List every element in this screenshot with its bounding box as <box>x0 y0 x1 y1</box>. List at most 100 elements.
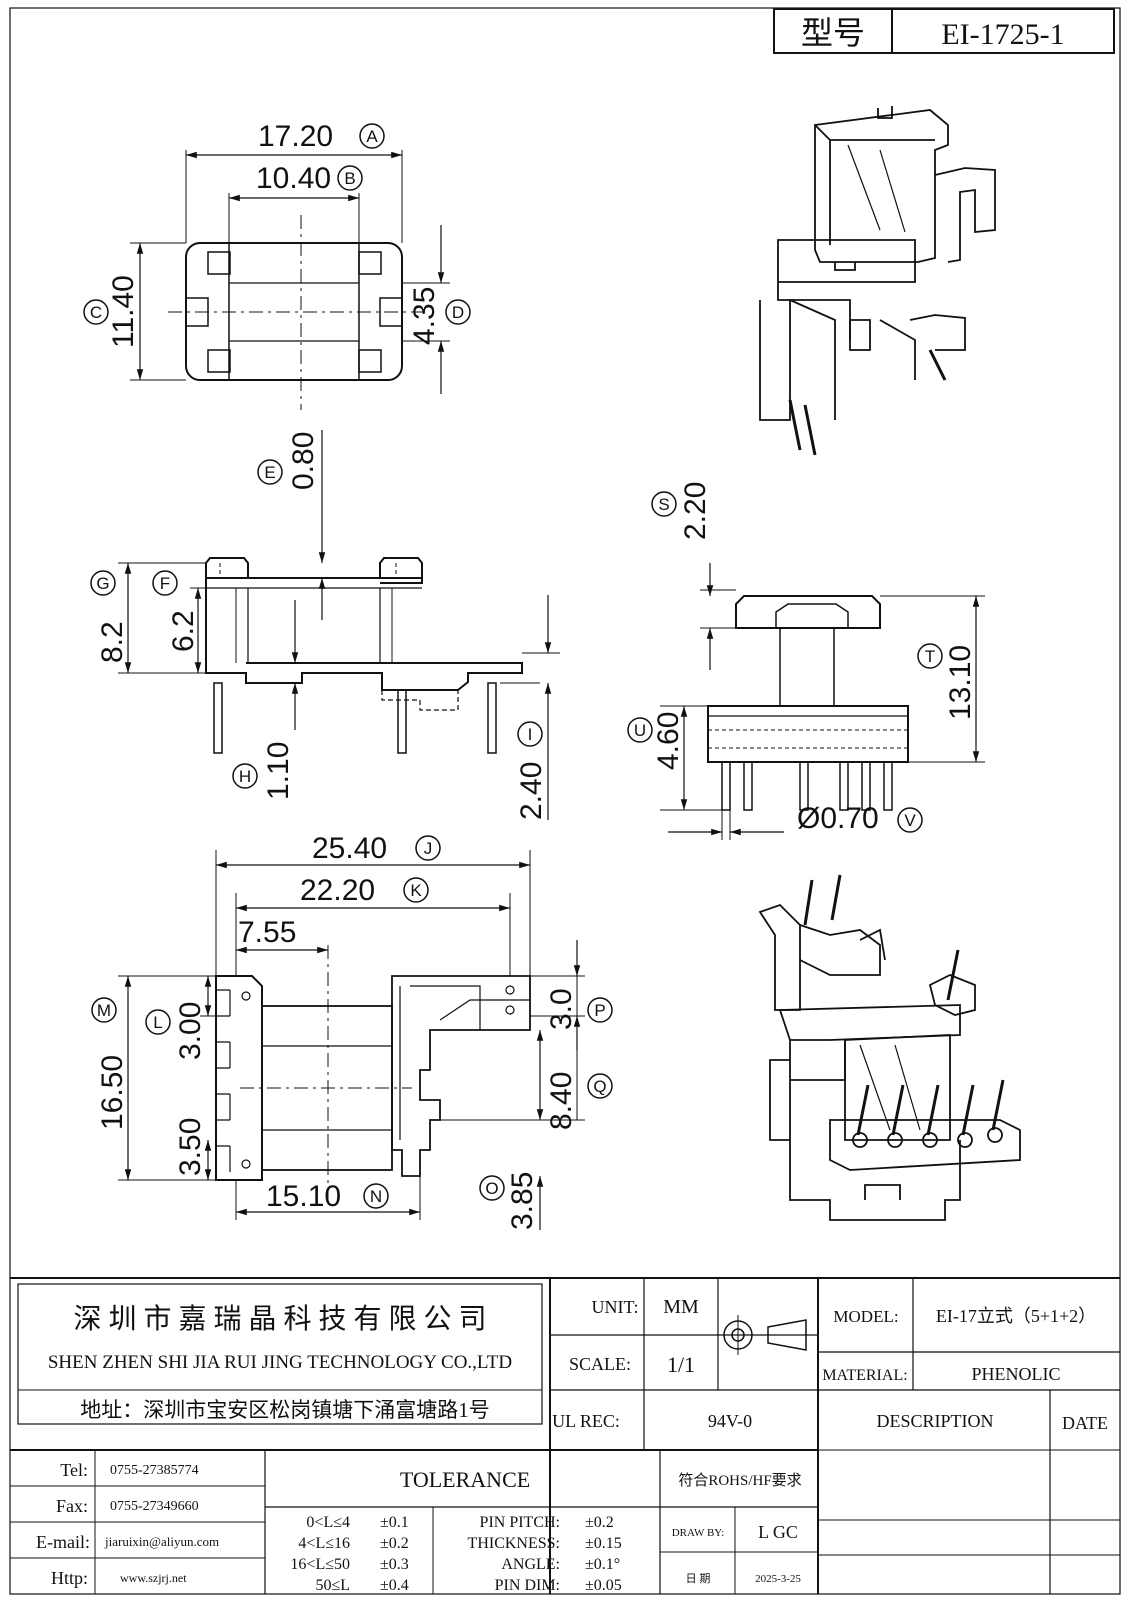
tolerance-range: 16<L≤50 <box>290 1556 350 1573</box>
spec-name: PIN PITCH: <box>480 1514 560 1531</box>
tolerance-value: ±0.3 <box>380 1556 409 1573</box>
dim-V-value: Ø0.70 <box>797 802 879 835</box>
dim-G-value: 8.2 <box>96 621 129 663</box>
tag-D: D <box>445 299 471 325</box>
http-value: www.szjrj.net <box>120 1571 187 1585</box>
svg-text:V: V <box>904 811 916 830</box>
dim-Q-value: 8.40 <box>545 1072 578 1130</box>
dim-H-value: 1.10 <box>262 742 295 800</box>
svg-text:P: P <box>594 1001 605 1020</box>
model-label: MODEL: <box>833 1307 898 1326</box>
ul-label: UL REC: <box>552 1411 620 1431</box>
header-model-box: 型号 EI-1725-1 <box>773 8 1115 54</box>
svg-text:B: B <box>344 169 355 188</box>
fax-label: Fax: <box>56 1496 88 1516</box>
svg-text:I: I <box>528 725 533 744</box>
model-value: EI-17立式（5+1+2） <box>936 1306 1096 1326</box>
dim-P-value: 3.0 <box>545 988 578 1030</box>
unit-label: UNIT: <box>591 1297 638 1317</box>
tag-T: T <box>917 643 943 669</box>
spec-name: PIN DIM: <box>495 1577 560 1594</box>
dim-N-value: 15.10 <box>266 1180 341 1213</box>
date-label-cn: 日 期 <box>686 1572 711 1585</box>
svg-text:K: K <box>410 881 422 900</box>
tag-J: J <box>415 835 441 861</box>
tag-M: M <box>91 997 117 1023</box>
tag-Q: Q <box>587 1073 613 1099</box>
dim-O-value: 3.85 <box>506 1172 539 1230</box>
svg-text:L: L <box>153 1013 162 1032</box>
tolerance-value: ±0.1 <box>380 1514 409 1531</box>
scale-label: SCALE: <box>569 1354 631 1374</box>
svg-text:D: D <box>452 303 464 322</box>
front-view <box>660 563 985 840</box>
tolerance-value: ±0.4 <box>380 1577 409 1594</box>
dim-A-value: 17.20 <box>258 120 333 153</box>
dim-K-value: 22.20 <box>300 874 375 907</box>
tag-H: H <box>232 763 258 789</box>
dim-C-value: 11.40 <box>107 275 140 348</box>
tag-N: N <box>363 1183 389 1209</box>
date-value: 2025-3-25 <box>755 1573 801 1585</box>
side-view <box>118 430 560 820</box>
svg-text:U: U <box>634 721 646 740</box>
email-value: jiaruixin@aliyun.com <box>104 1534 219 1549</box>
dim-I-value: 2.40 <box>515 762 548 820</box>
dim-F-value: 6.2 <box>167 610 200 652</box>
dim-T-value: 13.10 <box>944 645 977 720</box>
tolerance-range: 4<L≤16 <box>298 1535 350 1552</box>
isometric-view-top <box>759 106 996 456</box>
spec-name: THICKNESS: <box>468 1535 560 1552</box>
svg-text:S: S <box>658 495 669 514</box>
company-cn: 深 圳 市 嘉 瑞 晶 科 技 有 限 公 司 <box>73 1303 486 1335</box>
dim-U-value: 4.60 <box>652 712 685 770</box>
fax-value: 0755-27349660 <box>110 1499 199 1514</box>
date-column-label: DATE <box>1062 1413 1108 1433</box>
tag-L: L <box>145 1009 171 1035</box>
tag-C: C <box>83 299 109 325</box>
svg-text:O: O <box>485 1179 498 1198</box>
svg-text:F: F <box>160 574 170 593</box>
unit-value: MM <box>663 1296 699 1318</box>
tolerance-rows: 0<L≤4±0.14<L≤16±0.216<L≤50±0.350≤L±0.4 <box>290 1514 408 1594</box>
drawby-value: L GC <box>758 1522 798 1542</box>
header-model-value: EI-1725-1 <box>941 18 1064 51</box>
tag-E: E <box>257 459 283 485</box>
svg-text:C: C <box>90 303 102 322</box>
svg-text:J: J <box>424 839 433 858</box>
tag-V: V <box>897 807 923 833</box>
ul-value: 94V-0 <box>708 1411 752 1431</box>
svg-text:Q: Q <box>593 1077 606 1096</box>
svg-text:T: T <box>925 647 935 666</box>
tag-B: B <box>337 165 363 191</box>
tag-K: K <box>403 877 429 903</box>
dim-L1-value: 3.00 <box>174 1002 207 1060</box>
svg-text:E: E <box>264 463 275 482</box>
company-en: SHEN ZHEN SHI JIA RUI JING TECHNOLOGY CO… <box>48 1352 512 1373</box>
dim-D-value: 4.35 <box>408 287 441 345</box>
spec-tolerance: ±0.1° <box>585 1556 620 1573</box>
tag-P: P <box>587 997 613 1023</box>
tel-value: 0755-27385774 <box>110 1463 199 1478</box>
tag-S: S <box>651 491 677 517</box>
tel-label: Tel: <box>60 1460 88 1480</box>
header-model-label: 型号 <box>801 15 865 51</box>
dim-L2-value: 3.50 <box>174 1118 207 1176</box>
dim-J-value: 25.40 <box>312 832 387 865</box>
svg-text:A: A <box>366 127 378 146</box>
dim-S-value: 2.20 <box>679 482 712 540</box>
tag-F: F <box>152 570 178 596</box>
spec-tolerance-rows: PIN PITCH:±0.2THICKNESS:±0.15ANGLE:±0.1°… <box>468 1514 622 1594</box>
svg-text:M: M <box>97 1001 111 1020</box>
description-label: DESCRIPTION <box>876 1411 993 1431</box>
drawby-label: DRAW BY: <box>672 1527 725 1539</box>
svg-text:H: H <box>239 767 251 786</box>
tolerance-range: 50≤L <box>315 1577 350 1594</box>
company-address: 地址：深圳市宝安区松岗镇塘下涌富塘路1号 <box>80 1398 490 1422</box>
tag-I: I <box>517 721 543 747</box>
isometric-view-bottom <box>758 874 1021 1221</box>
spec-tolerance: ±0.15 <box>585 1535 622 1552</box>
top-view <box>130 150 450 410</box>
spec-tolerance: ±0.2 <box>585 1514 614 1531</box>
